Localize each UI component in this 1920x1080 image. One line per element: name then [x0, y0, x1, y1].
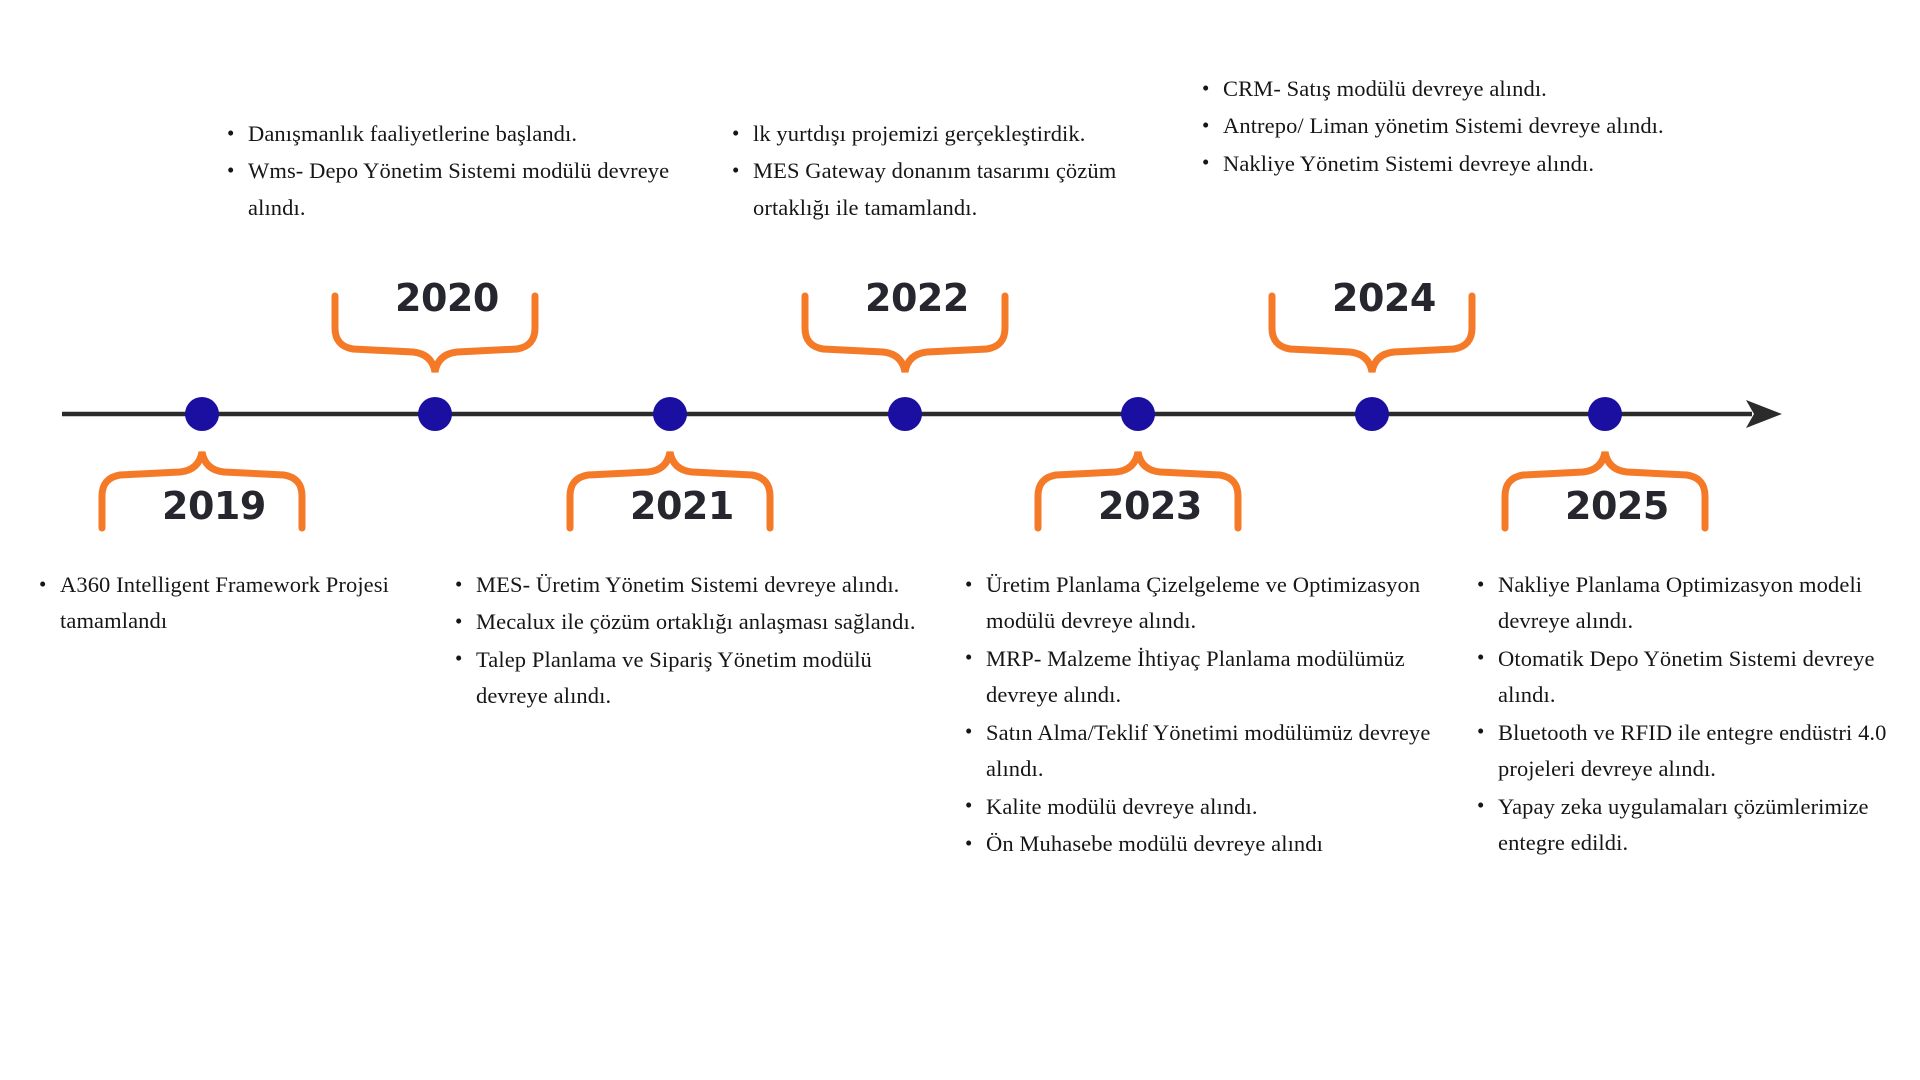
timeline-node-2019[interactable]	[185, 397, 219, 431]
milestone-text-2023: Üretim Planlama Çizelgeleme ve Optimizas…	[960, 567, 1450, 864]
list-item: Satın Alma/Teklif Yönetimi modülümüz dev…	[965, 714, 1450, 788]
year-label-2025: 2025	[1565, 484, 1669, 528]
timeline-node-2020[interactable]	[418, 397, 452, 431]
year-label-2022: 2022	[865, 276, 969, 320]
list-item: MRP- Malzeme İhtiyaç Planlama modülümüz …	[965, 640, 1450, 714]
arrow-right-icon	[1746, 400, 1782, 428]
milestone-text-2020: Danışmanlık faaliyetlerine başlandı. Wms…	[222, 115, 677, 227]
list-item: MES Gateway donanım tasarımı çözüm ortak…	[732, 153, 1182, 226]
timeline-node-2024[interactable]	[1355, 397, 1389, 431]
list-item: lk yurtdışı projemizi gerçekleştirdik.	[732, 115, 1182, 152]
list-item: A360 Intelligent Framework Projesi tamam…	[39, 567, 414, 640]
timeline-node-2021[interactable]	[653, 397, 687, 431]
list-item: Mecalux ile çözüm ortaklığı anlaşması sa…	[455, 604, 920, 640]
bullet-list-2025: Nakliye Planlama Optimizasyon modeli dev…	[1472, 567, 1917, 862]
bullet-list-2023: Üretim Planlama Çizelgeleme ve Optimizas…	[960, 567, 1450, 863]
year-label-2020: 2020	[395, 276, 499, 320]
list-item: MES- Üretim Yönetim Sistemi devreye alın…	[455, 566, 920, 603]
list-item: Bluetooth ve RFID ile entegre endüstri 4…	[1477, 714, 1917, 788]
milestone-text-2021: MES- Üretim Yönetim Sistemi devreye alın…	[450, 566, 920, 716]
milestone-text-2019: A360 Intelligent Framework Projesi tamam…	[34, 567, 414, 641]
bullet-list-2020: Danışmanlık faaliyetlerine başlandı. Wms…	[222, 115, 677, 226]
milestone-text-2022: lk yurtdışı projemizi gerçekleştirdik. M…	[727, 115, 1182, 227]
year-label-2021: 2021	[630, 484, 734, 528]
bullet-list-2024: CRM- Satış modülü devreye alındı. Antrep…	[1197, 70, 1697, 182]
list-item: Nakliye Yönetim Sistemi devreye alındı.	[1202, 145, 1697, 182]
bullet-list-2019: A360 Intelligent Framework Projesi tamam…	[34, 567, 414, 640]
timeline-node-2025[interactable]	[1588, 397, 1622, 431]
year-label-2024: 2024	[1332, 276, 1436, 320]
list-item: Kalite modülü devreye alındı.	[965, 788, 1450, 825]
list-item: Ön Muhasebe modülü devreye alındı	[965, 826, 1450, 862]
list-item: CRM- Satış modülü devreye alındı.	[1202, 70, 1697, 107]
milestone-text-2024: CRM- Satış modülü devreye alındı. Antrep…	[1197, 70, 1697, 183]
year-label-2019: 2019	[162, 484, 266, 528]
timeline-node-2022[interactable]	[888, 397, 922, 431]
bullet-list-2022: lk yurtdışı projemizi gerçekleştirdik. M…	[727, 115, 1182, 226]
list-item: Üretim Planlama Çizelgeleme ve Optimizas…	[965, 567, 1450, 640]
milestone-text-2025: Nakliye Planlama Optimizasyon modeli dev…	[1472, 567, 1917, 863]
list-item: Wms- Depo Yönetim Sistemi modülü devreye…	[227, 153, 677, 226]
list-item: Antrepo/ Liman yönetim Sistemi devreye a…	[1202, 108, 1697, 144]
timeline-node-2023[interactable]	[1121, 397, 1155, 431]
list-item: Yapay zeka uygulamaları çözümlerimize en…	[1477, 788, 1917, 862]
list-item: Nakliye Planlama Optimizasyon modeli dev…	[1477, 567, 1917, 640]
year-label-2023: 2023	[1098, 484, 1202, 528]
list-item: Talep Planlama ve Sipariş Yönetim modülü…	[455, 641, 920, 715]
list-item: Danışmanlık faaliyetlerine başlandı.	[227, 115, 677, 152]
bullet-list-2021: MES- Üretim Yönetim Sistemi devreye alın…	[450, 566, 920, 715]
list-item: Otomatik Depo Yönetim Sistemi devreye al…	[1477, 640, 1917, 714]
